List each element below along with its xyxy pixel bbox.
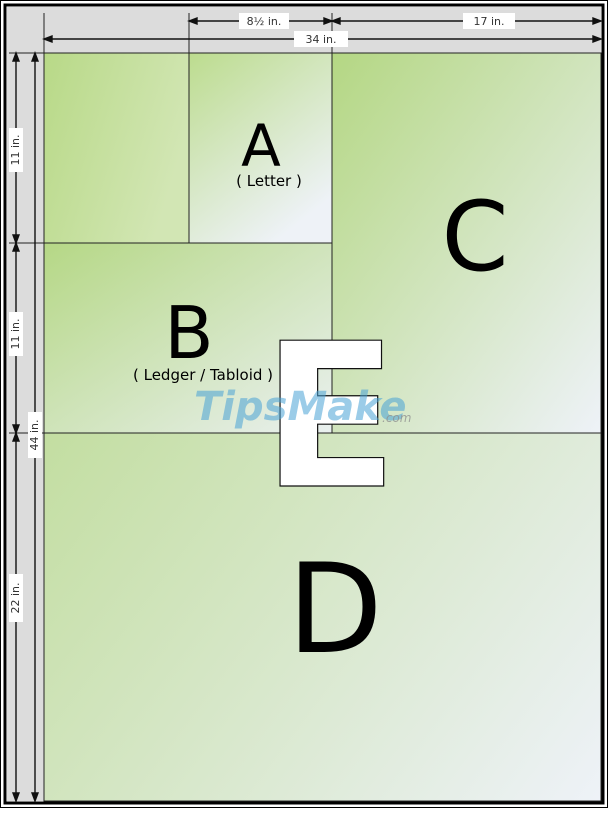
b-width-label: 17 in. <box>473 15 504 28</box>
arrow-head <box>11 234 21 245</box>
sheet-b-area <box>44 243 332 433</box>
arrow-head <box>592 34 603 44</box>
sheet-a-letter: A <box>241 112 281 180</box>
arrow-head <box>30 51 40 62</box>
arrow-head <box>187 16 198 26</box>
label-bg <box>9 574 23 622</box>
label-bg <box>463 13 515 29</box>
arrow-head <box>11 51 21 62</box>
watermark-suffix: .com <box>382 411 411 425</box>
sheet-a-area <box>189 53 332 243</box>
d-width-label: 34 in. <box>305 33 336 46</box>
a-height-label: 11 in. <box>9 134 22 165</box>
sheet-b-name: ( Ledger / Tabloid ) <box>133 366 273 384</box>
arrow-head <box>592 16 603 26</box>
arrow-head <box>323 16 334 26</box>
label-bg <box>239 13 289 29</box>
sheet-dividers <box>43 52 602 802</box>
label-bg <box>9 128 23 172</box>
arrow-head <box>30 792 40 803</box>
arrow-head <box>42 34 53 44</box>
arrow-head <box>11 431 21 442</box>
label-bg <box>294 31 348 47</box>
arrow-head <box>11 792 21 803</box>
sheet-e-letter: E <box>262 301 399 534</box>
sheet-c-area <box>332 53 601 433</box>
arrow-head <box>11 424 21 435</box>
left-margin <box>7 7 44 801</box>
sheet-b-left-area <box>44 53 189 243</box>
arrow-head <box>330 16 341 26</box>
d-height-label: 22 in. <box>9 582 22 613</box>
watermark-brand: TipsMake <box>194 384 407 430</box>
e-height-label: 44 in. <box>28 419 41 450</box>
inner-frame <box>3 3 605 805</box>
label-bg <box>28 412 42 458</box>
arrow-head <box>11 241 21 252</box>
sheet-b-letter: B <box>164 291 213 375</box>
sheet-d-letter: D <box>287 538 382 682</box>
sheet-a-name: ( Letter ) <box>236 172 302 190</box>
a-width-label: 8½ in. <box>247 15 282 28</box>
b-height-label: 11 in. <box>9 318 22 349</box>
sheet-c-letter: C <box>441 181 508 293</box>
label-bg <box>9 312 23 356</box>
